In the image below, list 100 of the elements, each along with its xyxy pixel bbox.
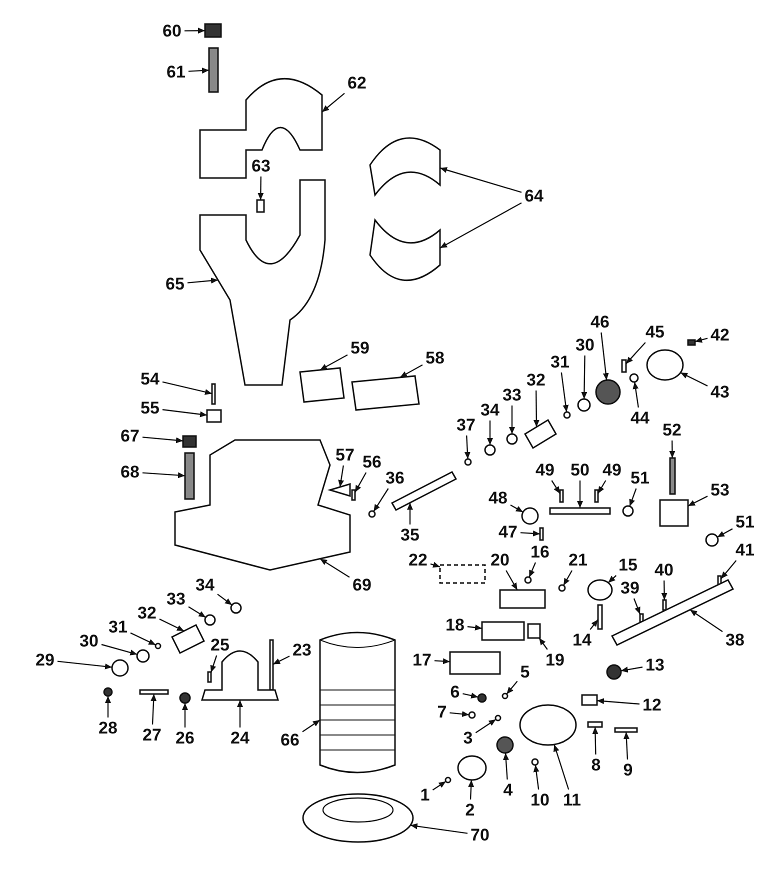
leader-line — [440, 202, 522, 249]
leader-line — [462, 692, 478, 699]
key — [154, 642, 162, 650]
callout-number: 41 — [736, 542, 754, 558]
gasket — [439, 564, 486, 584]
callout-number: 27 — [142, 726, 162, 744]
callout-number: 22 — [408, 552, 428, 568]
callout-number: 28 — [98, 720, 118, 736]
callout-number: 45 — [646, 324, 664, 340]
washer — [136, 649, 150, 663]
callout-number: 17 — [412, 652, 432, 668]
screw — [687, 339, 696, 346]
leader-line — [322, 92, 345, 112]
leader-line — [590, 619, 598, 630]
leader-line — [432, 780, 446, 790]
bushing — [521, 507, 539, 525]
leader-line — [130, 632, 156, 646]
leader-line — [373, 488, 389, 512]
leader-line — [182, 703, 188, 728]
leader-line — [142, 436, 184, 444]
leader-line — [187, 278, 218, 284]
callout-number: 29 — [36, 652, 54, 668]
leader-line — [538, 638, 548, 650]
leader-line — [57, 660, 112, 670]
leader-line — [354, 472, 367, 493]
callout-number: 48 — [488, 490, 508, 506]
leader-line — [506, 680, 518, 694]
callout-number: 67 — [120, 428, 140, 444]
callout-number: 19 — [546, 652, 564, 668]
leader-line — [487, 420, 493, 445]
callout-number: 21 — [568, 552, 588, 568]
callout-number: 32 — [526, 372, 546, 388]
hex-nut — [182, 435, 197, 448]
callout-number: 68 — [120, 464, 140, 480]
collar — [230, 602, 242, 614]
callout-number: 24 — [230, 730, 250, 746]
callout-number: 69 — [352, 576, 372, 594]
gear — [496, 736, 514, 754]
leader-line — [105, 696, 111, 718]
callout-number: 66 — [280, 732, 300, 748]
leader-line — [620, 666, 643, 673]
plate — [499, 589, 546, 609]
leader-line — [551, 480, 560, 494]
hex-nut — [204, 23, 222, 38]
leader-line — [400, 364, 423, 378]
rod — [549, 507, 611, 515]
callout-number: 51 — [630, 470, 650, 486]
callout-number: 14 — [572, 632, 592, 648]
disc — [457, 755, 487, 781]
leader-line — [272, 656, 290, 665]
screw — [524, 576, 532, 584]
callout-number: 30 — [576, 336, 594, 354]
callout-number: 2 — [465, 802, 475, 818]
leader-line — [533, 764, 540, 790]
callout-number: 15 — [618, 556, 638, 574]
ball — [179, 692, 191, 704]
spring — [139, 689, 169, 695]
pin — [559, 489, 564, 503]
pin — [211, 383, 216, 405]
pin — [621, 359, 627, 373]
leader-line — [510, 504, 524, 513]
callout-number: 55 — [140, 400, 160, 416]
callout-number: 44 — [630, 410, 650, 426]
callout-number: 33 — [166, 590, 186, 608]
callout-number: 64 — [524, 188, 544, 204]
insert — [527, 623, 541, 639]
nut — [103, 687, 113, 697]
gearbox — [519, 704, 577, 746]
screw — [614, 727, 638, 733]
leader-line — [162, 381, 212, 395]
callout-number: 62 — [348, 74, 366, 92]
callout-number: 49 — [602, 462, 622, 478]
leader-line — [629, 488, 637, 506]
callout-number: 70 — [470, 826, 490, 844]
callout-number: 52 — [662, 422, 682, 438]
leader-line — [502, 752, 509, 780]
leader-line — [320, 558, 350, 578]
callout-number: 20 — [490, 552, 510, 568]
callout-number: 37 — [456, 416, 476, 434]
pin — [597, 604, 603, 630]
leader-line — [596, 698, 640, 705]
callout-number: 31 — [550, 354, 570, 370]
pin — [269, 639, 274, 691]
leader-line — [623, 732, 630, 760]
callout-number: 7 — [437, 704, 447, 720]
leader-line — [560, 372, 569, 412]
leader-line — [533, 390, 540, 427]
pin — [351, 489, 356, 501]
callout-number: 46 — [590, 314, 610, 330]
callout-number: 47 — [498, 524, 518, 540]
collar — [506, 433, 518, 445]
pin — [502, 692, 508, 700]
leader-line — [464, 435, 470, 460]
leader-line — [467, 624, 482, 631]
callout-number: 65 — [166, 276, 184, 292]
leader-line — [217, 594, 232, 606]
leader-line — [320, 354, 348, 371]
leader-line — [661, 580, 668, 600]
leader-line — [680, 372, 708, 386]
callout-number: 39 — [620, 580, 640, 596]
